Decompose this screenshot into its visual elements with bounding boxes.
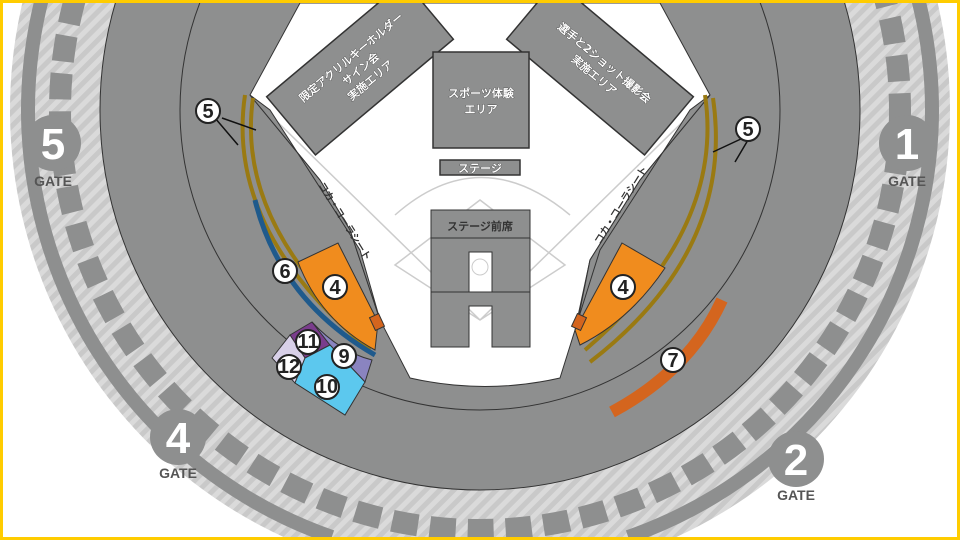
svg-text:4: 4 <box>617 277 629 299</box>
svg-text:4: 4 <box>329 277 341 299</box>
svg-text:GATE: GATE <box>777 487 815 503</box>
outer-pillars <box>49 3 911 537</box>
badge-11: 11 <box>295 329 321 355</box>
svg-text:7: 7 <box>667 350 678 372</box>
two-shot-area[interactable]: 選手と2ショット撮影会 実施エリア <box>505 3 695 157</box>
outfield-arc <box>394 176 571 216</box>
outer-wall <box>21 3 939 537</box>
svg-text:2: 2 <box>784 436 808 485</box>
stands-inner-line <box>179 3 781 411</box>
svg-text:9: 9 <box>338 346 349 368</box>
badge-6: 6 <box>272 258 298 284</box>
arrow-5-right <box>712 137 749 163</box>
badge-5-left: 5 <box>195 98 221 124</box>
svg-text:5: 5 <box>742 119 753 141</box>
badge-10: 10 <box>314 374 340 400</box>
area-label-line2: エリア <box>465 103 498 116</box>
svg-text:4: 4 <box>166 414 191 463</box>
stage-label: ステージ <box>458 162 502 175</box>
stage-front-seats[interactable]: ステージ前席 <box>430 209 531 348</box>
gate-2[interactable]: 2 GATE <box>768 431 824 503</box>
gate-5[interactable]: 5 GATE <box>25 115 81 189</box>
arrow-5-left <box>214 117 257 146</box>
section-4-right-marker <box>570 312 588 332</box>
stage-front-seats-label: ステージ前席 <box>447 219 513 233</box>
blue-line-6 <box>252 199 377 358</box>
svg-text:GATE: GATE <box>34 173 72 189</box>
svg-text:6: 6 <box>279 261 290 283</box>
svg-text:GATE: GATE <box>888 173 926 189</box>
acrylic-key-holder-area[interactable]: 限定アクリルキーホルダー サイン会 実施エリア <box>265 3 455 157</box>
section-4-left-marker <box>368 312 386 332</box>
badge-4-left: 4 <box>322 274 348 300</box>
gold-line-right-outer <box>588 97 718 364</box>
stadium-svg: コカ・コーラシート コカ・コーラシート 限定アクリルキーホルダー サイン会 実施… <box>10 3 950 537</box>
sports-experience-area[interactable]: スポーツ体験 エリア <box>432 51 530 149</box>
badge-4-right: 4 <box>610 274 636 300</box>
svg-text:10: 10 <box>316 376 338 398</box>
badge-5-right: 5 <box>735 116 761 142</box>
badge-12: 12 <box>276 354 302 380</box>
svg-text:1: 1 <box>895 120 919 169</box>
svg-text:5: 5 <box>202 101 213 123</box>
gate-1[interactable]: 1 GATE <box>879 115 935 189</box>
svg-text:5: 5 <box>41 120 65 169</box>
svg-text:GATE: GATE <box>159 465 197 481</box>
area-label-line1: スポーツ体験 <box>448 86 515 100</box>
section-badges: 5 5 6 4 4 7 9 10 11 12 <box>195 98 761 400</box>
stage[interactable]: ステージ <box>439 159 521 176</box>
gate-4[interactable]: 4 GATE <box>150 409 206 481</box>
badge-9: 9 <box>331 343 357 369</box>
badge-7: 7 <box>660 347 686 373</box>
svg-text:12: 12 <box>278 356 300 378</box>
svg-text:11: 11 <box>297 331 318 353</box>
